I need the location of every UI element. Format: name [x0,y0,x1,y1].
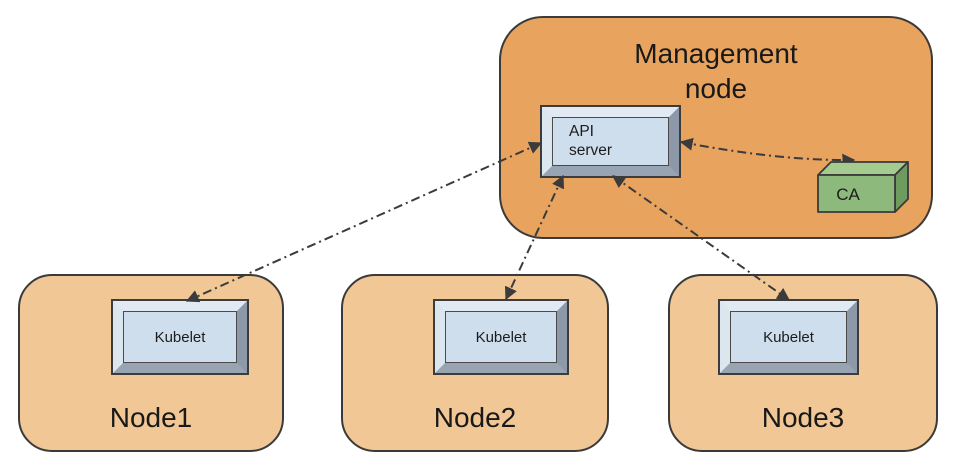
worker-node-1-label: Node1 [109,402,193,433]
api-server-box: API server [542,107,679,176]
kubelet-box-node2: Kubelet [435,301,567,373]
worker-node-3-label: Node3 [761,402,845,433]
kubelet-label-node2: Kubelet [445,311,557,363]
worker-node-2-label: Node2 [433,402,517,433]
kubelet-label-node3: Kubelet [730,311,847,363]
kubelet-label-node1: Kubelet [123,311,237,363]
api-server-label: API server [552,117,669,166]
kubelet-box-node1: Kubelet [113,301,247,373]
management-node-label: Management node [634,38,798,104]
kubelet-box-node3: Kubelet [720,301,857,373]
